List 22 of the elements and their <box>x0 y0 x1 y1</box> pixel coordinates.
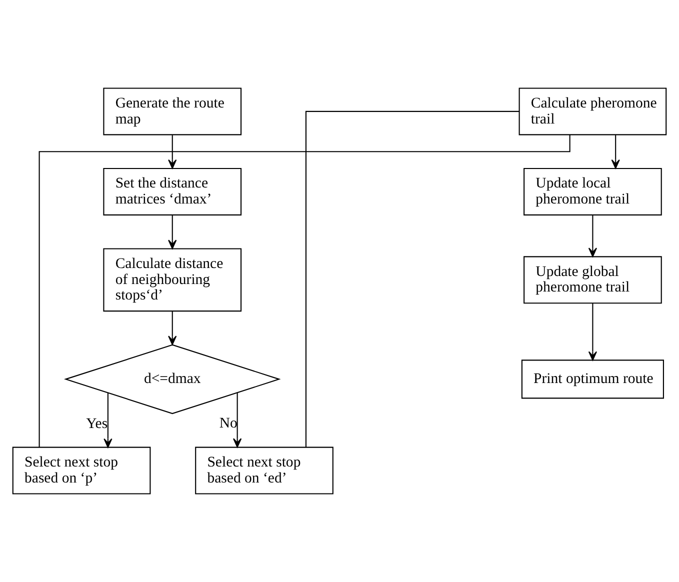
arrow <box>588 215 598 258</box>
node-box: Print optimum route <box>521 360 664 399</box>
arrow <box>168 311 177 346</box>
node-box: Update local pheromone trail <box>524 168 662 216</box>
node-diamond: d<=dmax <box>64 344 281 414</box>
arrow <box>104 393 112 448</box>
node-box: Calculate pheromone trail <box>518 88 667 136</box>
node-box: Update global pheromone trail <box>524 256 662 304</box>
node-box: Select next stop based on ‘p’ <box>12 446 151 494</box>
node-box: Calculate distance of neighbouring stops‘d’ <box>103 248 242 312</box>
arrow <box>233 392 242 448</box>
connector <box>38 134 570 448</box>
arrow <box>588 303 598 361</box>
edge-label: No <box>219 415 238 432</box>
arrow <box>168 135 177 169</box>
node-box: Select next stop based on ‘ed’ <box>195 446 334 494</box>
arrow <box>611 135 620 169</box>
node-box: Set the distance matrices ‘dmax’ <box>103 168 242 216</box>
connector <box>305 110 520 448</box>
node-box: Generate the route map <box>103 88 242 136</box>
edge-label: Yes <box>86 416 108 432</box>
arrow <box>168 215 177 250</box>
